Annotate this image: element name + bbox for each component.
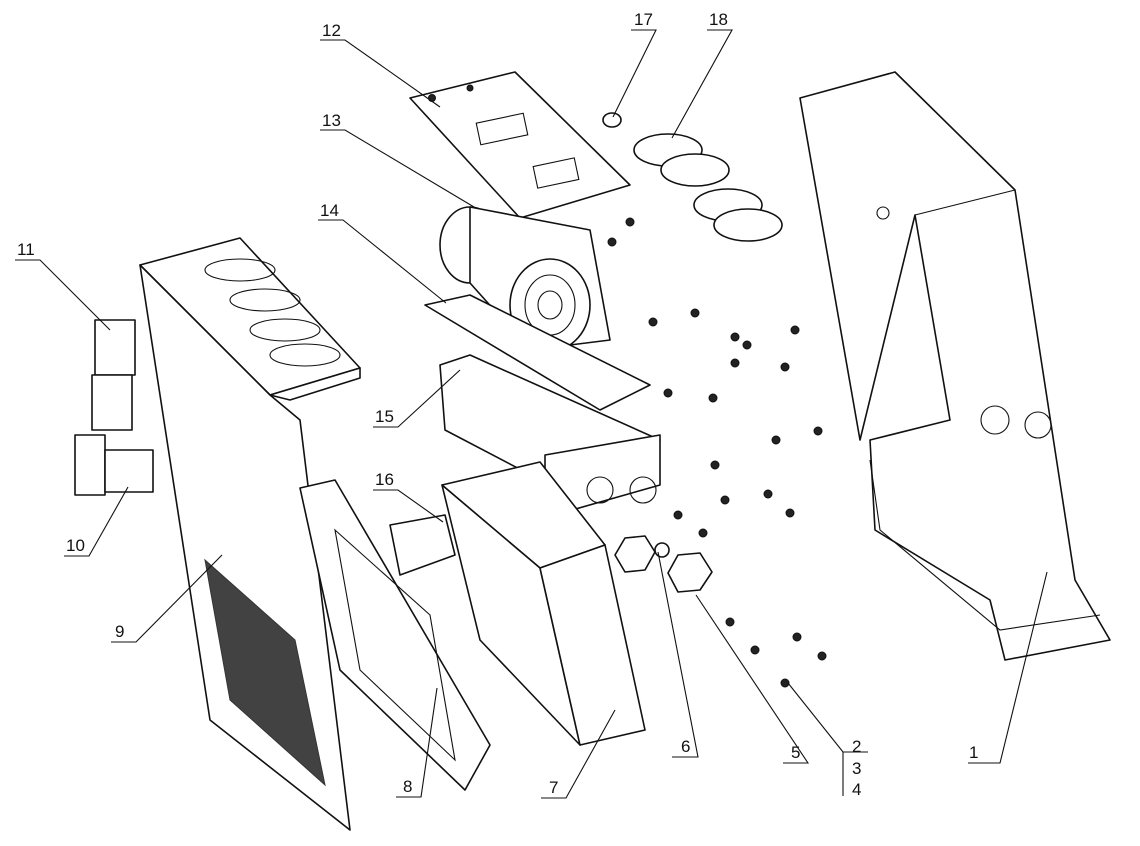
callout-11: 11 (17, 240, 35, 259)
part-switches (74, 319, 154, 496)
part-duct-tray (424, 294, 661, 513)
callout-6: 6 (681, 737, 690, 756)
callout-13: 13 (322, 111, 341, 130)
part-vent-louvers (633, 133, 783, 242)
part-fastener-6 (654, 542, 670, 558)
callout-15: 15 (375, 407, 394, 426)
part-front-panel (139, 237, 361, 831)
callout-labels: 1 2 3 4 5 6 7 8 9 10 11 12 13 14 15 16 1… (17, 10, 978, 799)
callout-7: 7 (549, 778, 558, 797)
part-bracket-16 (389, 514, 456, 576)
leader-lines (15, 29, 1048, 799)
part-housing-right (799, 71, 1111, 661)
callout-12: 12 (322, 21, 341, 40)
fasteners (607, 217, 827, 688)
callout-4: 4 (852, 780, 861, 799)
callout-5: 5 (791, 743, 800, 762)
callout-8: 8 (403, 777, 412, 796)
part-frame (299, 479, 491, 791)
part-ring-17 (602, 112, 622, 128)
part-box (441, 461, 646, 746)
callout-16: 16 (375, 470, 394, 489)
part-nut (614, 535, 656, 573)
callout-3: 3 (852, 759, 861, 778)
callout-1: 1 (969, 743, 978, 762)
part-washer (667, 552, 713, 593)
callout-14: 14 (320, 201, 339, 220)
callout-17: 17 (634, 10, 653, 29)
callout-2: 2 (852, 737, 861, 756)
callout-18: 18 (709, 10, 728, 29)
callout-10: 10 (66, 536, 85, 555)
part-top-plate (409, 71, 631, 219)
callout-9: 9 (115, 622, 124, 641)
